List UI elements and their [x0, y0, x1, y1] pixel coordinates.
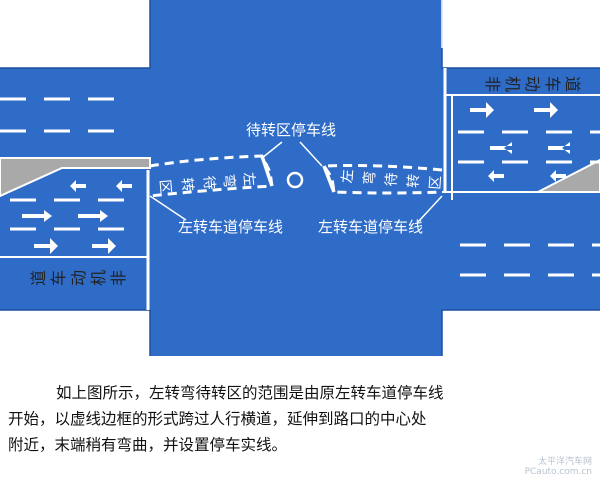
caption-line: 附近，末端稍有弯曲，并设置停车实线。 — [8, 436, 288, 454]
leader-wait-left — [261, 141, 283, 159]
watermark: 太平洋汽车网 PCauto.com.cn — [525, 457, 592, 477]
zone-char: 左 — [340, 169, 357, 184]
watermark-line: 太平洋汽车网 — [537, 457, 592, 467]
nonmotor-char: 车 — [49, 270, 68, 286]
leader-left-stop — [149, 195, 187, 221]
straight-arrow — [548, 142, 570, 154]
right-curb-median — [442, 158, 600, 193]
caption-line: 如上图所示，左转弯待转区的范围是由原左转车道停车线 — [56, 384, 444, 402]
left-arrows — [22, 180, 132, 254]
zone-char: 待 — [384, 172, 401, 187]
nonmotor-char: 动 — [523, 76, 542, 92]
straight-arrow — [22, 210, 52, 222]
watermark-line: PCauto.com.cn — [524, 467, 592, 477]
leader-wait-right — [299, 141, 323, 167]
zone-char: 待 — [200, 175, 217, 190]
straight-arrow — [78, 210, 108, 222]
nonmotor-char: 动 — [69, 270, 88, 286]
left-turn-arrow — [470, 170, 504, 182]
nonmotor-char: 机 — [89, 270, 108, 286]
road-edges — [0, 0, 600, 356]
nonmotor-char: 道 — [29, 270, 48, 286]
right-zone-text: 左 弯 待 转 区 — [340, 169, 445, 190]
zone-char: 弯 — [220, 173, 238, 188]
center-circle — [286, 171, 304, 189]
nonmotor-char: 车 — [543, 76, 562, 92]
right-waiting-stop-line — [322, 165, 336, 193]
left-waiting-stop-line — [260, 155, 274, 187]
zone-char: 区 — [156, 179, 173, 194]
nonmotor-char: 非 — [109, 270, 128, 286]
left-stop-label-left: 左转车道停车线 — [178, 218, 283, 236]
horizontal-road — [0, 68, 600, 310]
wait-line-label: 待转区停车线 — [246, 121, 336, 139]
nonmotor-bottom-label: 非 机 动 车 道 — [29, 270, 128, 286]
caption-text: 如上图所示，左转弯待转区的范围是由原左转车道停车线 开始，以虚线边框的形式跨过人… — [8, 380, 576, 458]
right-turn-arrow — [92, 238, 116, 254]
nonmotor-char: 道 — [563, 76, 582, 92]
straight-arrow — [490, 142, 512, 154]
left-curb-median — [0, 157, 151, 198]
right-turn-arrow — [534, 102, 558, 118]
nonmotor-char: 机 — [503, 76, 522, 92]
left-turn-arrow — [52, 180, 86, 192]
zone-char: 转 — [406, 173, 423, 188]
left-stop-label-right: 左转车道停车线 — [318, 218, 423, 236]
right-turn-arrow — [470, 102, 494, 118]
zone-char: 区 — [427, 175, 444, 190]
left-turn-arrow — [98, 180, 132, 192]
left-zone-text: 左 弯 待 转 区 — [156, 172, 257, 195]
zone-char: 转 — [178, 177, 195, 192]
leader-right-stop — [417, 195, 443, 223]
nonmotor-char: 非 — [483, 76, 502, 92]
left-turn-arrow — [532, 170, 566, 182]
caption-line: 开始，以虚线边框的形式跨过人行横道，延伸到路口的中心处 — [8, 410, 427, 428]
nonmotor-top-label: 非 机 动 车 道 — [483, 76, 582, 92]
right-arrows — [470, 102, 570, 182]
zone-char: 弯 — [361, 170, 379, 185]
right-turn-arrow — [34, 238, 58, 254]
zone-char: 左 — [240, 172, 257, 187]
